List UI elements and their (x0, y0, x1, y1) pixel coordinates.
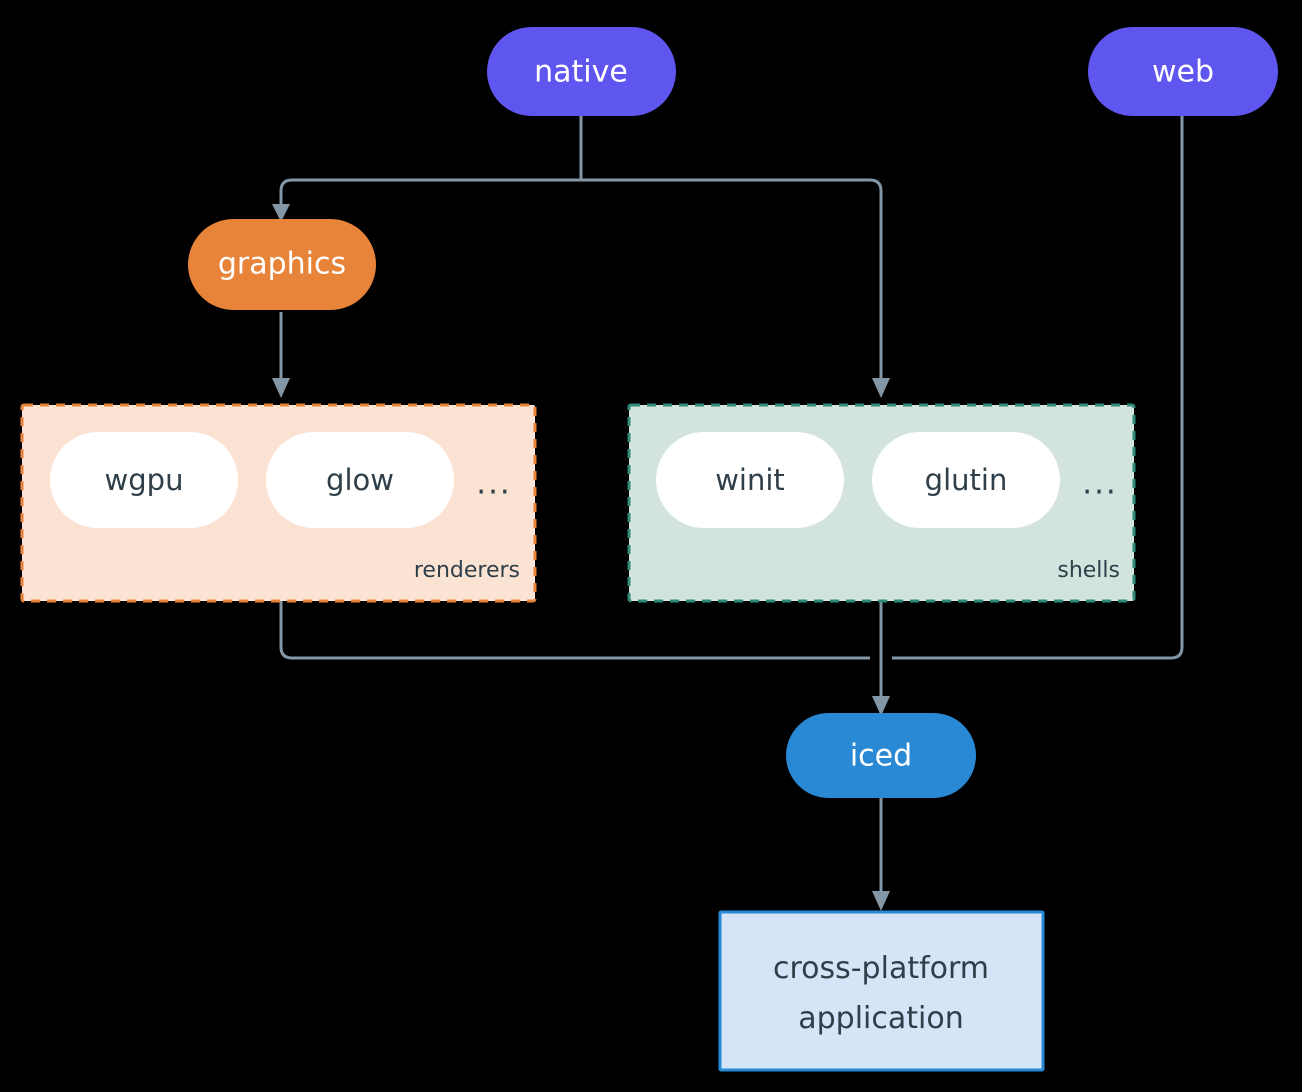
arrowhead-graphics (272, 204, 290, 222)
renderers-ellipsis: ... (476, 466, 512, 502)
node-native[interactable]: native (487, 27, 676, 116)
shells-group-title: shells (1057, 558, 1120, 583)
chip-glutin-label: glutin (925, 463, 1008, 497)
edge-web-to-iced (892, 115, 1184, 660)
node-iced-label: iced (850, 739, 912, 774)
node-iced[interactable]: iced (786, 713, 976, 798)
group-renderers[interactable]: wgpu glow ... renderers (20, 403, 537, 603)
node-native-label: native (534, 55, 628, 90)
node-graphics-shape (188, 219, 376, 310)
chip-winit-label: winit (715, 463, 785, 497)
node-application[interactable]: cross-platform application (718, 910, 1045, 1072)
chip-glow-shape[interactable] (266, 432, 454, 528)
arrowhead-renderers (272, 378, 290, 398)
node-application-label-line1: cross-platform (773, 951, 989, 986)
shells-ellipsis: ... (1082, 466, 1118, 502)
arrowhead-shells (872, 378, 890, 398)
renderers-group-title: renderers (414, 558, 520, 583)
chip-wgpu-label: wgpu (105, 463, 184, 497)
chip-wgpu-shape[interactable] (50, 432, 238, 528)
node-web[interactable]: web (1088, 27, 1278, 116)
node-graphics[interactable]: graphics (188, 219, 376, 310)
edge-native-to-graphics (279, 178, 581, 207)
edge-layer (272, 115, 1184, 911)
group-shells[interactable]: winit glutin ... shells (627, 403, 1136, 603)
arrowhead-application (872, 891, 890, 911)
chip-glutin-shape[interactable] (872, 432, 1060, 528)
node-web-label: web (1152, 55, 1214, 90)
chip-winit-shape[interactable] (656, 432, 844, 528)
edge-renderers-to-iced (279, 601, 870, 660)
chip-glow-label: glow (326, 463, 394, 497)
arrowhead-iced (872, 696, 890, 716)
node-web-shape (1088, 27, 1278, 116)
node-application-label-line2: application (798, 1001, 963, 1036)
edge-native-to-shells (581, 178, 883, 380)
node-native-shape (487, 27, 676, 116)
node-graphics-label: graphics (218, 247, 346, 282)
node-iced-shape (786, 713, 976, 798)
node-application-shape (718, 910, 1045, 1072)
